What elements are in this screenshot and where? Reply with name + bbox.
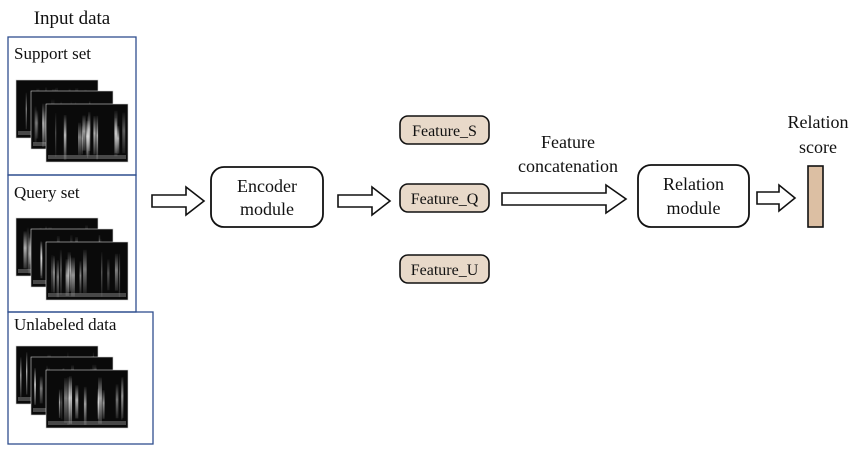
feature-s-label: Feature_S [412, 123, 477, 140]
concat-label-line1: Feature [541, 132, 595, 152]
feature-q-box: Feature_Q [399, 183, 490, 213]
arrow-input-to-encoder [151, 185, 206, 217]
support-set-panel: Support set [7, 36, 137, 176]
score-label-line2: score [799, 137, 837, 157]
query-set-panel: Query set [7, 174, 137, 313]
relation-module: Relation module [637, 164, 750, 228]
encoder-module: Encoder module [210, 166, 324, 228]
spectrogram-image [45, 369, 129, 429]
arrow-features-to-relation [501, 183, 628, 215]
unlabeled-data-label: Unlabeled data [14, 315, 117, 334]
feature-u-label: Feature_U [411, 262, 479, 279]
input-data-title: Input data [34, 8, 111, 29]
relation-score-bar [807, 165, 824, 228]
query-set-label: Query set [14, 183, 80, 202]
relation-label-line2: module [667, 198, 721, 218]
spectrogram-image [45, 103, 129, 163]
encoder-label-line1: Encoder [237, 176, 297, 196]
arrow-encoder-to-features [337, 185, 392, 217]
unlabeled-data-panel: Unlabeled data [7, 311, 154, 445]
relation-label-line1: Relation [663, 174, 724, 194]
score-label-line1: Relation [788, 112, 849, 132]
unlabeled-data-spectrograms [15, 345, 129, 429]
query-set-spectrograms [15, 217, 129, 301]
support-set-spectrograms [15, 79, 129, 163]
spectrogram-image [45, 241, 129, 301]
encoder-label-line2: module [240, 199, 294, 219]
feature-s-box: Feature_S [399, 115, 490, 145]
feature-q-label: Feature_Q [411, 191, 479, 208]
arrow-relation-to-score [756, 183, 797, 213]
feature-u-box: Feature_U [399, 254, 490, 284]
support-set-label: Support set [14, 44, 91, 63]
concat-label-line2: concatenation [518, 156, 618, 176]
